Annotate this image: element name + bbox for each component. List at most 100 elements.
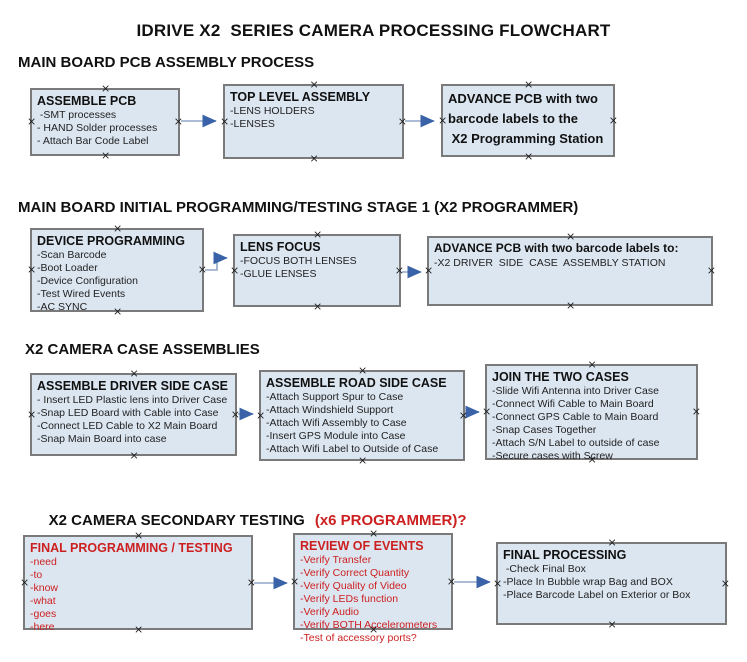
box-item: -Verify LEDs function — [300, 593, 399, 606]
box-item: -GLUE LENSES — [240, 268, 317, 281]
handle-icon: × — [309, 152, 319, 165]
box-item: -here — [30, 621, 55, 634]
flow-box-assemble-pcb: ASSEMBLE PCB -SMT processes- HAND Solder… — [27, 83, 183, 161]
handle-icon: × — [607, 618, 617, 631]
flow-box-review-of-events: REVIEW OF EVENTS -Verify Transfer-Verify… — [290, 528, 456, 644]
flow-box-assemble-driver-side-case: ASSEMBLE DRIVER SIDE CASE - Insert LED P… — [27, 368, 240, 461]
box-items: -Attach Support Spur to Case-Attach Wind… — [266, 391, 458, 456]
section-heading-initial-programming: MAIN BOARD INITIAL PROGRAMMING/TESTING S… — [18, 199, 579, 216]
box-title: FINAL PROGRAMMING / TESTING — [30, 541, 233, 555]
handle-icon: × — [197, 263, 207, 276]
box-item: -Attach Support Spur to Case — [266, 391, 404, 404]
handle-icon: × — [397, 114, 407, 128]
box-item: -X2 DRIVER SIDE CASE ASSEMBLY STATION — [434, 256, 666, 269]
box-item: -Snap Cases Together — [492, 424, 597, 437]
box-items: -Verify Transfer-Verify Correct Quantity… — [300, 554, 446, 645]
box-item: -Attach Windshield Support — [266, 404, 394, 417]
flow-box-final-processing: FINAL PROCESSING -Check Final Box-Place … — [493, 537, 730, 630]
box-items: -LENS HOLDERS-LENSES — [230, 105, 397, 131]
flow-box-assemble-road-side-case: ASSEMBLE ROAD SIDE CASE -Attach Support … — [256, 365, 468, 466]
handle-icon: × — [706, 264, 716, 277]
box-item: -Snap LED Board with Cable into Case — [37, 407, 219, 420]
handle-icon: × — [720, 576, 730, 590]
box-item: -FOCUS BOTH LENSES — [240, 255, 357, 268]
box-item: -Boot Loader — [37, 262, 98, 275]
handle-icon: × — [446, 574, 456, 588]
handle-icon: × — [438, 113, 448, 127]
handle-icon: × — [129, 449, 139, 462]
box-item: -Connect GPS Cable to Main Board — [492, 411, 659, 424]
handle-icon: × — [493, 576, 503, 590]
box-item: - Insert LED Plastic lens into Driver Ca… — [37, 394, 228, 407]
box-item: -Verify Quality of Video — [300, 580, 407, 593]
box-item: -Insert GPS Module into Case — [266, 430, 406, 443]
box-title: FINAL PROCESSING — [503, 548, 627, 562]
box-title: DEVICE PROGRAMMING — [37, 234, 185, 248]
box-items: - Insert LED Plastic lens into Driver Ca… — [37, 394, 230, 446]
box-item: -to — [30, 569, 43, 582]
box-item: -Scan Barcode — [37, 249, 107, 262]
box-title: ASSEMBLE ROAD SIDE CASE — [266, 376, 447, 390]
box-item: -Place Barcode Label on Exterior or Box — [503, 589, 691, 602]
box-item: -Verify Transfer — [300, 554, 372, 567]
box-items: -FOCUS BOTH LENSES-GLUE LENSES — [240, 255, 394, 281]
box-title: ADVANCE PCB with two barcode labels to t… — [448, 91, 604, 147]
section-heading-secondary-testing: X2 CAMERA SECONDARY TESTING(x6 PROGRAMME… — [32, 495, 467, 546]
handle-icon: × — [524, 150, 534, 163]
box-items: -SMT processes- HAND Solder processes- A… — [37, 109, 173, 148]
box-item: -AC SYNC — [37, 301, 88, 314]
box-items: -Check Final Box-Place In Bubble wrap Ba… — [503, 563, 720, 602]
box-item: -SMT processes — [37, 109, 117, 122]
box-item: -Attach Wifi Label to Outside of Case — [266, 443, 439, 456]
box-item: -what — [30, 595, 56, 608]
box-item: -Device Configuration — [37, 275, 138, 288]
box-item: -know — [30, 582, 59, 595]
box-title: ASSEMBLE DRIVER SIDE CASE — [37, 379, 229, 393]
flow-box-top-level-assembly: TOP LEVEL ASSEMBLY -LENS HOLDERS-LENSES … — [220, 79, 407, 164]
box-title: LENS FOCUS — [240, 240, 321, 254]
handle-icon: × — [173, 115, 183, 128]
section-heading-red-part: (x6 PROGRAMMER)? — [314, 512, 467, 529]
handle-icon: × — [458, 408, 468, 422]
box-item: -Snap Main Board into case — [37, 433, 167, 446]
handle-icon: × — [313, 300, 323, 313]
handle-icon: × — [27, 263, 37, 276]
handle-icon: × — [230, 407, 240, 421]
box-item: -Attach Wifi Assembly to Case — [266, 417, 407, 430]
handle-icon: × — [101, 149, 111, 162]
flow-box-lens-focus: LENS FOCUS -FOCUS BOTH LENSES-GLUE LENSE… — [230, 229, 404, 312]
section-heading-pcb-assembly: MAIN BOARD PCB ASSEMBLY PROCESS — [18, 54, 315, 71]
box-item: -Test of accessory ports? — [300, 632, 417, 645]
handle-icon: × — [691, 405, 701, 418]
box-items: -Slide Wifi Antenna into Driver Case -Con… — [492, 385, 691, 463]
box-item: -need — [30, 556, 57, 569]
box-item: -Secure cases with Screw — [492, 450, 613, 463]
handle-icon: × — [358, 454, 368, 467]
flow-box-final-programming-testing: FINAL PROGRAMMING / TESTING -need-to-kno… — [20, 530, 256, 635]
handle-icon: × — [246, 575, 256, 589]
box-item: -goes — [30, 608, 57, 621]
box-title: TOP LEVEL ASSEMBLY — [230, 90, 371, 104]
handle-icon: × — [256, 408, 266, 422]
handle-icon: × — [220, 114, 230, 128]
arrow-r2-a-b — [205, 251, 228, 271]
box-item: -Slide Wifi Antenna into Driver Case — [492, 385, 659, 398]
box-item: -Attach S/N Label to outside of case — [492, 437, 660, 450]
handle-icon: × — [566, 299, 576, 312]
handle-icon: × — [424, 264, 434, 277]
box-item: -Verify Audio — [300, 606, 359, 619]
box-title: JOIN THE TWO CASES — [492, 370, 629, 384]
box-item: -Connect LED Cable to X2 Main Board — [37, 420, 218, 433]
handle-icon: × — [20, 575, 30, 589]
box-items: -X2 DRIVER SIDE CASE ASSEMBLY STATION — [434, 257, 706, 270]
box-item: -Verify Correct Quantity — [300, 567, 410, 580]
handle-icon: × — [394, 263, 404, 277]
handle-icon: × — [482, 405, 492, 418]
handle-icon: × — [27, 115, 37, 128]
box-title: REVIEW OF EVENTS — [300, 539, 424, 553]
box-item: - Attach Bar Code Label — [37, 135, 149, 148]
box-item: -LENSES — [230, 118, 275, 131]
box-title: ADVANCE PCB with two barcode labels to: — [434, 241, 679, 255]
box-items: -need-to-know-what-goes-here — [30, 556, 246, 634]
